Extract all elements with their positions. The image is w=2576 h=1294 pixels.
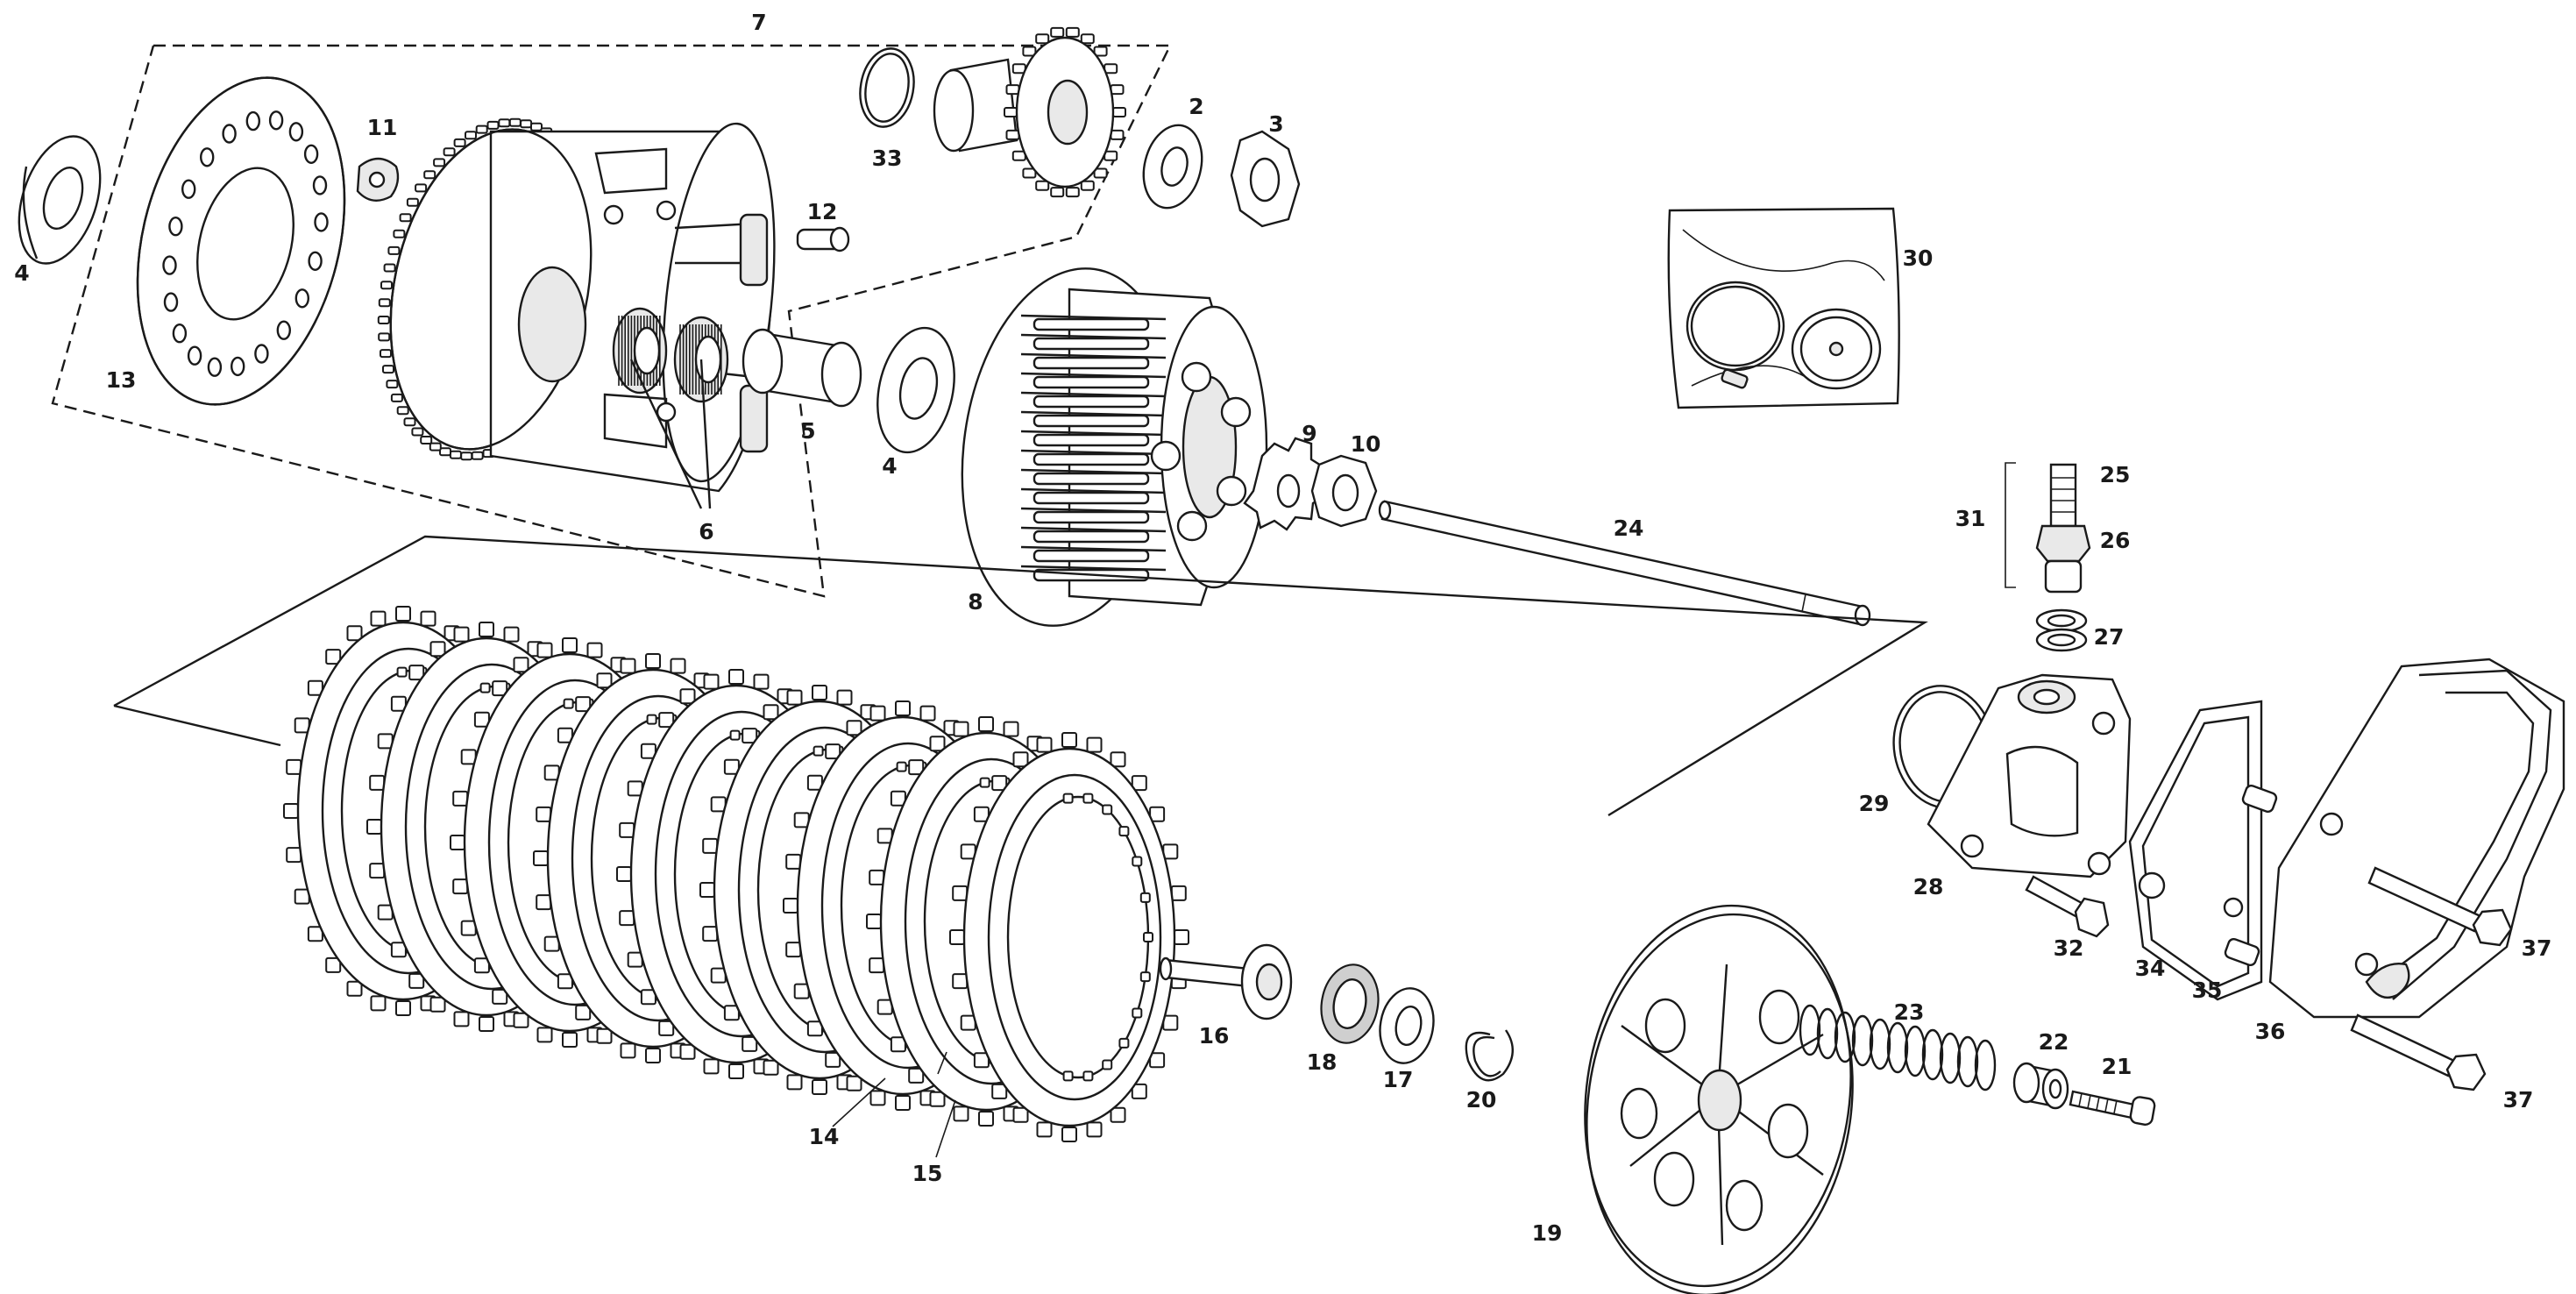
- label-2: 2: [1189, 94, 1203, 119]
- label-16: 16: [1199, 1023, 1230, 1049]
- label-12: 12: [807, 199, 838, 224]
- part-17-washer: [1379, 987, 1435, 1064]
- part-20-circlip: [1465, 1029, 1514, 1082]
- label-3: 3: [1268, 111, 1283, 137]
- part-18-thrust-bearing: [1320, 963, 1380, 1044]
- part-11-clip: [356, 157, 400, 202]
- part-labels: 7 4 13 11 12 33 2 3 5 4 6 8 9 10 24 30 2…: [14, 10, 2551, 1246]
- label-11: 11: [367, 115, 398, 140]
- part-28-slave-cylinder: [1927, 673, 2132, 878]
- part-30-seal-kit: [1667, 207, 1900, 409]
- label-33: 33: [872, 146, 903, 171]
- label-6: 6: [699, 519, 713, 544]
- label-29: 29: [1859, 791, 1890, 816]
- part-6-needle-bearings: [612, 307, 729, 509]
- clutch-housing-assembly-outline: [51, 44, 1172, 598]
- part-19-pressure-plate: [1584, 904, 1854, 1294]
- part-4-washer-right: [876, 326, 955, 454]
- label-24: 24: [1614, 515, 1644, 541]
- label-8: 8: [968, 589, 983, 615]
- label-23: 23: [1894, 999, 1925, 1025]
- part-16-thrust-piece: [1159, 943, 1293, 1020]
- label-28: 28: [1913, 874, 1944, 899]
- label-18: 18: [1307, 1049, 1338, 1075]
- part-3-nut: [1230, 130, 1301, 228]
- part-23-spring: [1799, 1004, 1997, 1091]
- label-37a: 37: [2522, 935, 2552, 961]
- label-19: 19: [1532, 1220, 1563, 1246]
- label-30: 30: [1903, 245, 1934, 271]
- part-8-clutch-hub: [961, 267, 1268, 627]
- label-34: 34: [2135, 956, 2166, 981]
- part-34-gasket: [2128, 700, 2263, 1001]
- part-1-clutch-basket: [377, 117, 776, 493]
- label-20: 20: [1466, 1087, 1497, 1113]
- part-5-bush: [742, 328, 862, 408]
- primary-gear: [933, 26, 1126, 198]
- label-13: 13: [106, 367, 137, 393]
- label-37b: 37: [2503, 1087, 2534, 1113]
- label-35: 35: [2192, 978, 2223, 1003]
- label-4b: 4: [882, 453, 897, 479]
- label-27: 27: [2094, 624, 2125, 650]
- part-37-bolt-upper: [2367, 866, 2513, 947]
- part-10-nut: [1310, 454, 1378, 528]
- part-12-pin: [796, 226, 850, 252]
- label-9: 9: [1302, 421, 1316, 446]
- label-36: 36: [2255, 1019, 2286, 1044]
- label-21: 21: [2102, 1054, 2132, 1079]
- label-14: 14: [809, 1124, 840, 1149]
- label-7: 7: [751, 10, 766, 35]
- leader-lines: [832, 1051, 956, 1158]
- label-22: 22: [2039, 1029, 2069, 1055]
- part-33-o-ring: [859, 47, 915, 128]
- part-36-clutch-cover: [2268, 658, 2565, 1019]
- part-32-bolt: [2025, 875, 2110, 938]
- label-26: 26: [2100, 528, 2131, 553]
- label-4a: 4: [14, 260, 29, 286]
- part-13-perforated-disc: [136, 76, 346, 406]
- clutch-plates-outline: [113, 535, 1928, 817]
- part-24-push-rod: [1378, 500, 1871, 627]
- part-14-15-clutch-plates: [283, 606, 1189, 1142]
- label-25: 25: [2100, 462, 2131, 487]
- part-9-lock-washer: [1243, 437, 1329, 531]
- part-31-fitting-assembly: [2005, 462, 2091, 594]
- part-21-screw: [2069, 1090, 2156, 1126]
- label-15: 15: [912, 1161, 943, 1186]
- label-31: 31: [1955, 506, 1986, 531]
- label-17: 17: [1383, 1067, 1414, 1092]
- part-22-spring-cup: [2012, 1062, 2069, 1110]
- part-27-sealing-washers: [2035, 608, 2088, 652]
- part-4-washer-left: [18, 135, 102, 265]
- part-37-bolt-lower: [2350, 1013, 2487, 1091]
- part-35-dowel-pins: [2224, 784, 2278, 967]
- label-5: 5: [800, 418, 815, 444]
- label-32: 32: [2054, 935, 2084, 961]
- label-10: 10: [1351, 431, 1381, 457]
- part-2-washer: [1142, 124, 1203, 210]
